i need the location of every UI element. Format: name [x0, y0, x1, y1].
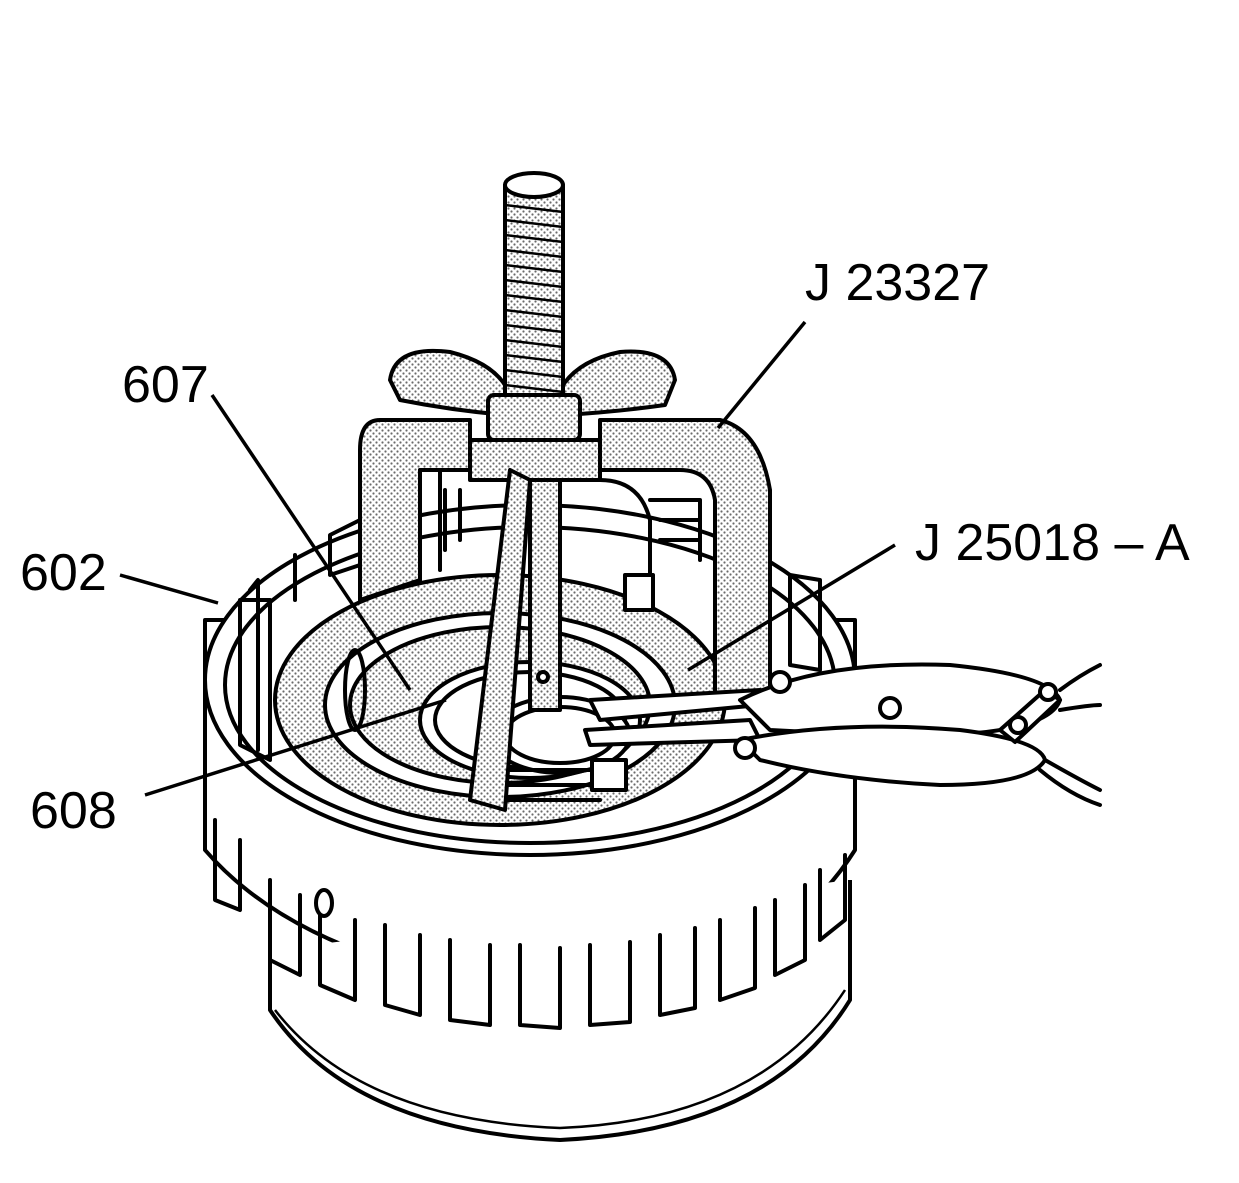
leader-j23327	[716, 320, 807, 430]
label-j23327: J 23327	[805, 254, 990, 312]
spring-compressor-j23327	[358, 171, 772, 812]
leader-608	[144, 698, 447, 797]
leader-j25018a	[687, 543, 896, 672]
housing-splines	[213, 818, 847, 1030]
label-608: 608	[30, 782, 117, 840]
label-602: 602	[20, 544, 107, 602]
label-607: 607	[122, 356, 209, 414]
leader-602	[119, 573, 219, 605]
snap-ring-pliers-j25018a	[583, 662, 1102, 807]
leader-607	[210, 394, 412, 691]
label-j25018a: J 25018 – A	[915, 514, 1190, 572]
threaded-rod	[503, 171, 565, 417]
leader-lines	[119, 320, 896, 797]
